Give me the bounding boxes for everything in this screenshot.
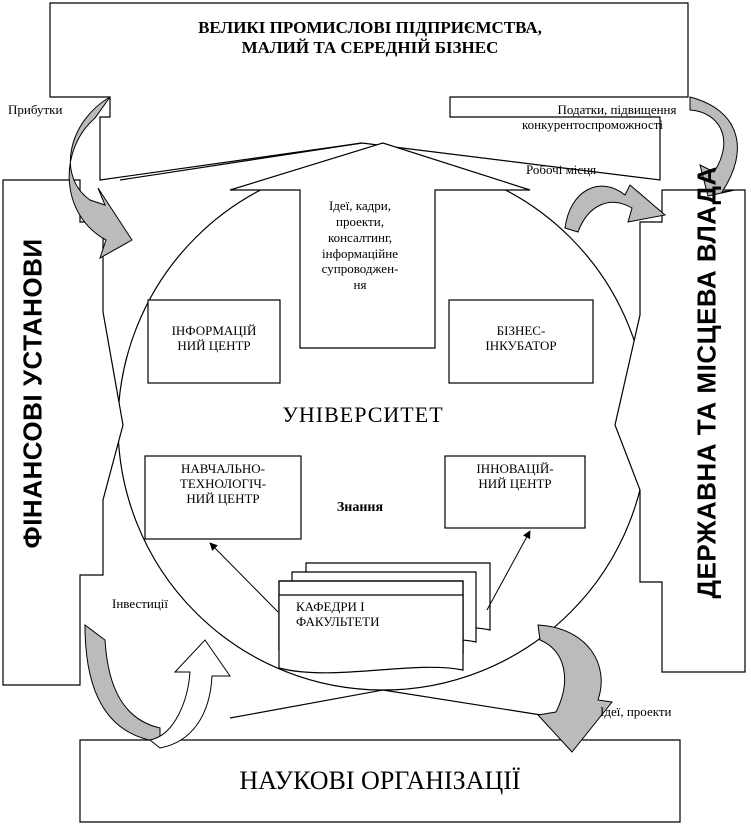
investments-arrow-stem (84, 623, 161, 743)
profits-label: Прибутки (8, 102, 63, 117)
ideas-projects-label: Ідеї, проекти (600, 704, 672, 719)
top-org-shape (49, 2, 689, 181)
knowledge-label: Знання (336, 500, 384, 515)
top-org-title: ВЕЛИКІ ПРОМИСЛОВІ ПІДПРИЄМСТВА, МАЛИЙ ТА… (198, 18, 542, 57)
ideas-projects-arrow (537, 624, 613, 753)
taxes-label: Податки, підвищення конкурентоспроможнос… (522, 102, 677, 132)
info-center-box (147, 299, 281, 384)
business-incubator-box (448, 299, 594, 384)
investments-label: Інвестиції (112, 596, 169, 611)
left-org-shape (2, 179, 124, 686)
ideas-arrow (229, 142, 531, 349)
right-org-shape (614, 189, 746, 673)
flow-arrows (68, 96, 738, 753)
jobs-arrow (564, 184, 667, 233)
innovation-center-box (444, 455, 586, 529)
taxes-arrow (689, 96, 738, 197)
jobs-label: Робочі місця (526, 162, 597, 177)
departments-stack (278, 562, 491, 674)
investments-arrow (148, 639, 231, 749)
edu-tech-center-box (144, 455, 302, 540)
business-incubator-label: БІЗНЕС- ІНКУБАТОР (485, 323, 557, 353)
left-org-title: ФІНАНСОВІ УСТАНОВИ (17, 238, 48, 549)
profits-arrow (68, 96, 133, 260)
bottom-org-title: НАУКОВІ ОРГАНІЗАЦІЇ (239, 766, 521, 795)
university-title: УНІВЕРСИТЕТ (282, 402, 444, 427)
bottom-org-shape (79, 689, 681, 823)
departments-label: КАФЕДРИ І ФАКУЛЬТЕТИ (296, 599, 380, 629)
info-center-label: ІНФОРМАЦІЙ НИЙ ЦЕНТР (171, 323, 257, 353)
ideas-staff-label: Ідеї, кадри, проекти, консалтинг, інформ… (321, 198, 399, 293)
right-org-title: ДЕРЖАВНА ТА МІСЦЕВА ВЛАДА (691, 166, 722, 599)
innovation-center-label: ІННОВАЦІЙ- НИЙ ЦЕНТР (476, 461, 554, 491)
edu-tech-center-label: НАВЧАЛЬНО- ТЕХНОЛОГІЧ- НИЙ ЦЕНТР (179, 461, 267, 506)
